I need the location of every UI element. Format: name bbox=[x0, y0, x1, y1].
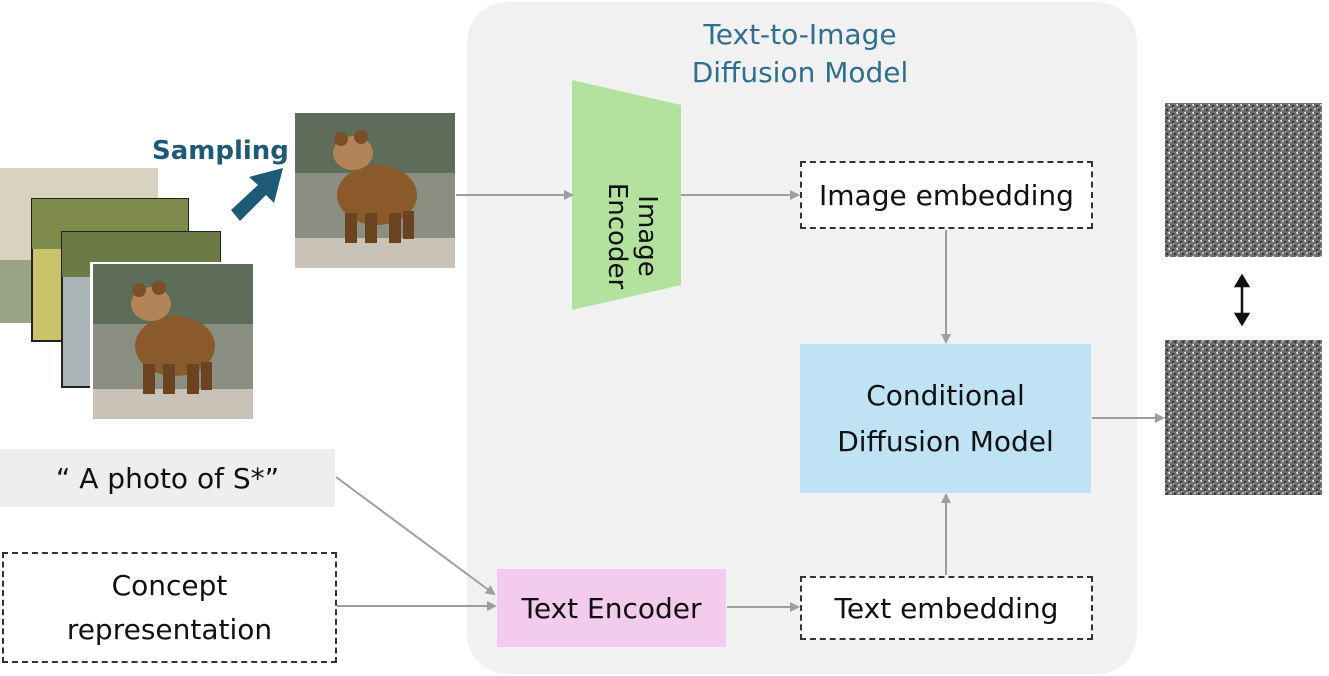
text-encoder-label: Text Encoder bbox=[521, 591, 702, 625]
panel-title-line1: Text-to-Image bbox=[703, 18, 897, 51]
sampling-arrow-icon bbox=[231, 168, 283, 221]
prompt-box: “ A photo of S*” bbox=[0, 449, 335, 507]
flow-arrows bbox=[335, 190, 1165, 612]
text-embedding-box: Text embedding bbox=[800, 576, 1093, 640]
panel-title-line2: Diffusion Model bbox=[691, 56, 909, 89]
image-embedding-label: Image embedding bbox=[819, 178, 1074, 212]
conditional-model-line2: Diffusion Model bbox=[837, 424, 1054, 458]
sampled-image bbox=[293, 111, 455, 271]
arrow-prompt-to-textenc bbox=[335, 476, 496, 596]
conditional-diffusion-model: Conditional Diffusion Model bbox=[800, 344, 1091, 493]
sampling-label: Sampling bbox=[152, 136, 289, 166]
compare-double-arrow-icon bbox=[1233, 273, 1251, 327]
concept-representation-box: Concept representation bbox=[2, 552, 337, 663]
text-embedding-label: Text embedding bbox=[834, 591, 1059, 625]
prompt-text: “ A photo of S*” bbox=[55, 461, 280, 495]
image-encoder-line2: Encoder bbox=[602, 182, 632, 290]
image-encoder: Image Encoder bbox=[602, 131, 662, 321]
image-encoder-shape bbox=[572, 80, 681, 310]
image-encoder-line1: Image bbox=[632, 195, 662, 277]
concept-line1: Concept bbox=[111, 568, 228, 602]
training-image-4 bbox=[90, 262, 253, 419]
noise-image-target bbox=[1165, 103, 1322, 257]
panel-title: Text-to-Image Diffusion Model bbox=[640, 16, 960, 92]
image-embedding-box: Image embedding bbox=[800, 161, 1093, 229]
concept-line2: representation bbox=[66, 612, 273, 646]
noise-image-predicted bbox=[1165, 340, 1322, 495]
text-encoder: Text Encoder bbox=[497, 569, 726, 647]
conditional-model-line1: Conditional bbox=[866, 378, 1025, 412]
